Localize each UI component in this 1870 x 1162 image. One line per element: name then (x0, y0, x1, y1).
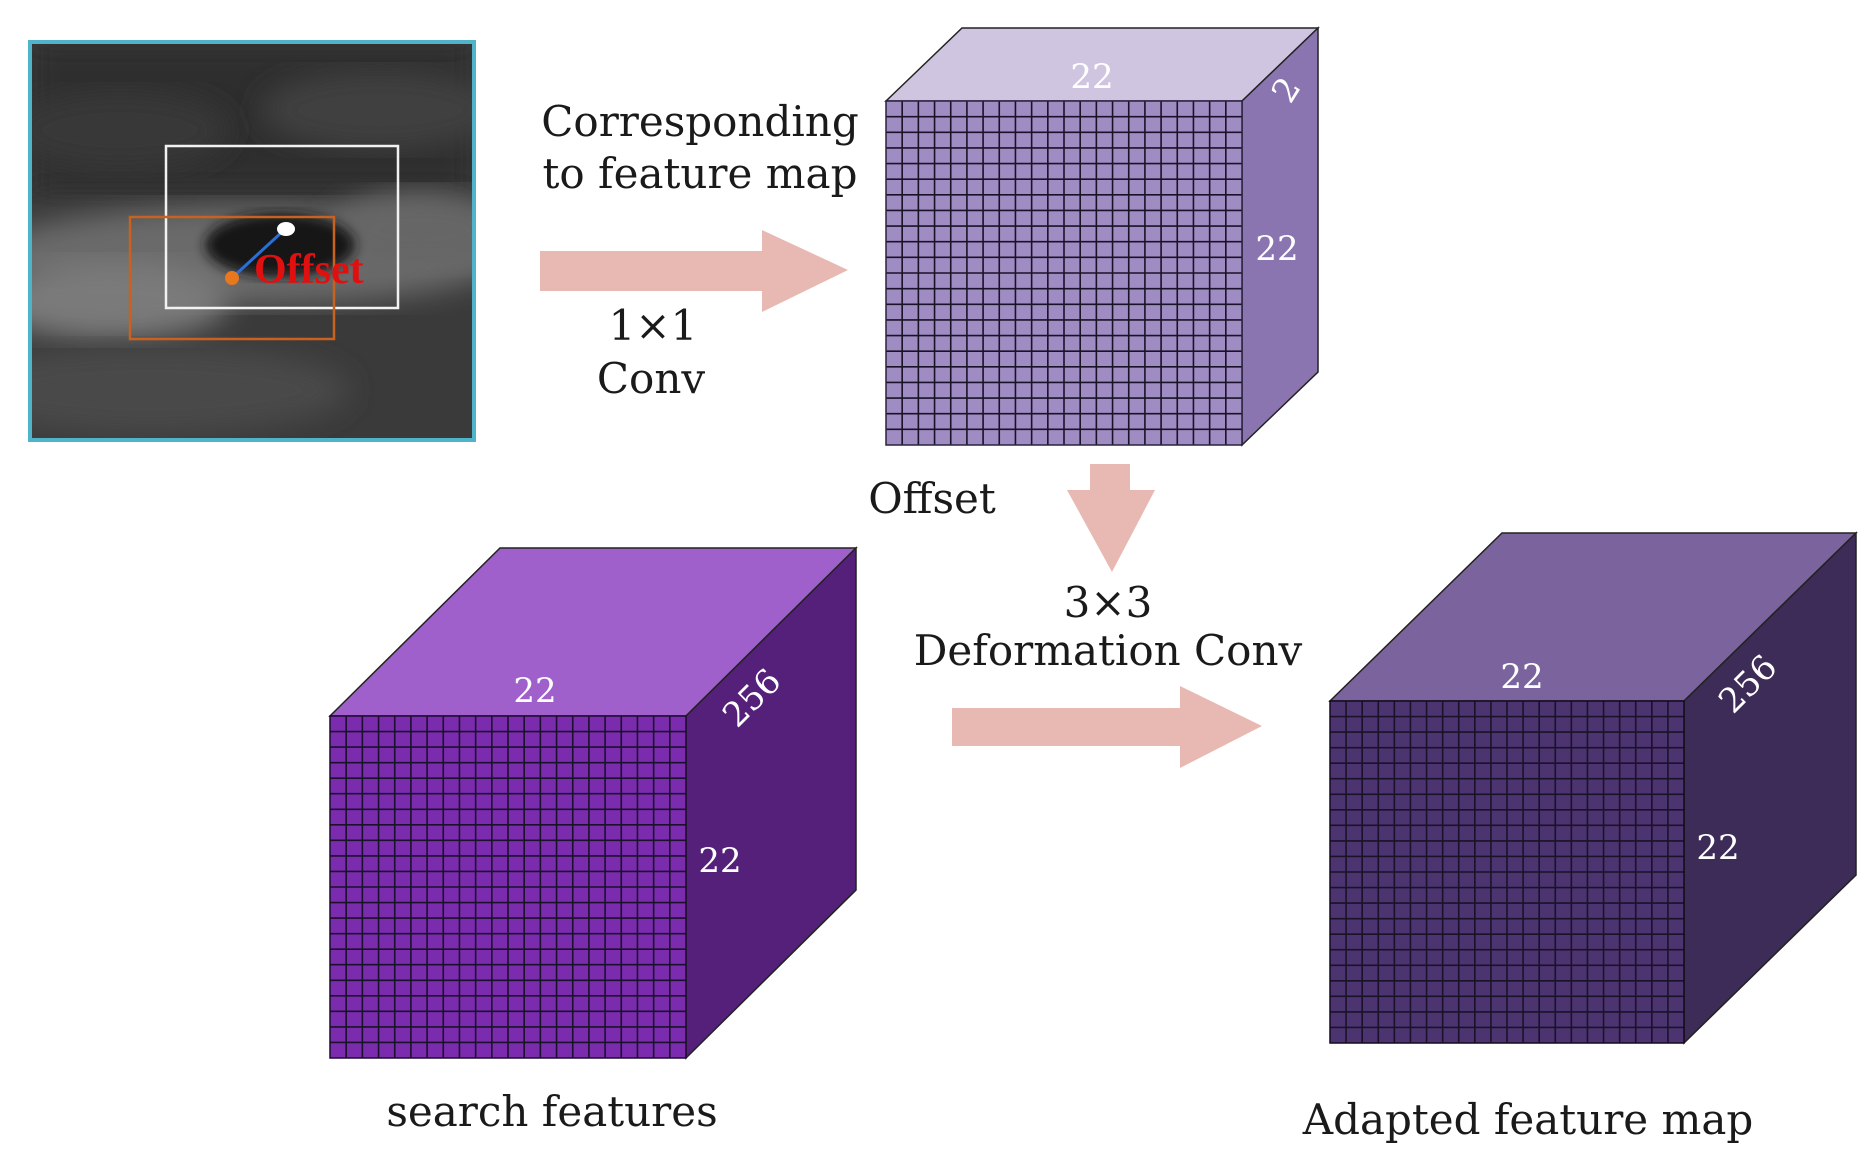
offset-label: Offset (868, 474, 996, 523)
adapted-feature-map-cube: 22 256 22 (1328, 531, 1858, 1045)
offset-cube-width-dim: 22 (1070, 57, 1113, 97)
offset-tag: Offset (254, 247, 364, 293)
corresponding-label-line1: Corresponding (541, 97, 858, 146)
image-texture (30, 42, 474, 435)
arrow-right-top (540, 230, 848, 312)
grid-lines (330, 716, 686, 1058)
search-features-label: search features (386, 1087, 717, 1136)
adapted-cube-height-dim: 22 (1696, 828, 1739, 868)
conv1x1-label-line1: 1×1 (609, 301, 698, 350)
arrow-right-bottom (952, 686, 1262, 768)
search-cube-height-dim: 22 (698, 841, 741, 881)
search-cube-front-border (329, 715, 687, 1059)
grid-lines (1330, 701, 1684, 1043)
image-frame (28, 40, 476, 442)
corresponding-label-line2: to feature map (543, 149, 858, 198)
offset-cube-grid (886, 101, 1242, 445)
conv1x1-label-line2: Conv (597, 354, 705, 403)
deform-conv-label-line1: 3×3 (1064, 578, 1153, 627)
anchor-box (128, 215, 336, 341)
offset-vector (230, 230, 284, 280)
adapted-cube-grid (1330, 701, 1684, 1043)
input-image: Offset (28, 40, 476, 442)
target-center-dot (277, 222, 295, 236)
adapted-cube-width-dim: 22 (1500, 657, 1543, 697)
search-cube-width-dim: 22 (513, 671, 556, 711)
adapted-cube-front-border (1329, 700, 1685, 1044)
search-cube-grid (330, 716, 686, 1058)
arrow-down (1067, 464, 1155, 572)
grid-lines (886, 101, 1242, 445)
deform-conv-label-line2: Deformation Conv (914, 626, 1303, 675)
adapted-feature-map-label: Adapted feature map (1302, 1095, 1754, 1144)
offset-cube-height-dim: 22 (1255, 229, 1298, 269)
offset-cube-front-border (885, 100, 1243, 446)
ground-truth-box (164, 144, 400, 310)
offset-map-cube: 22 2 22 (884, 26, 1320, 447)
anchor-center-dot (225, 271, 239, 285)
search-features-cube: 22 256 22 (328, 546, 858, 1060)
